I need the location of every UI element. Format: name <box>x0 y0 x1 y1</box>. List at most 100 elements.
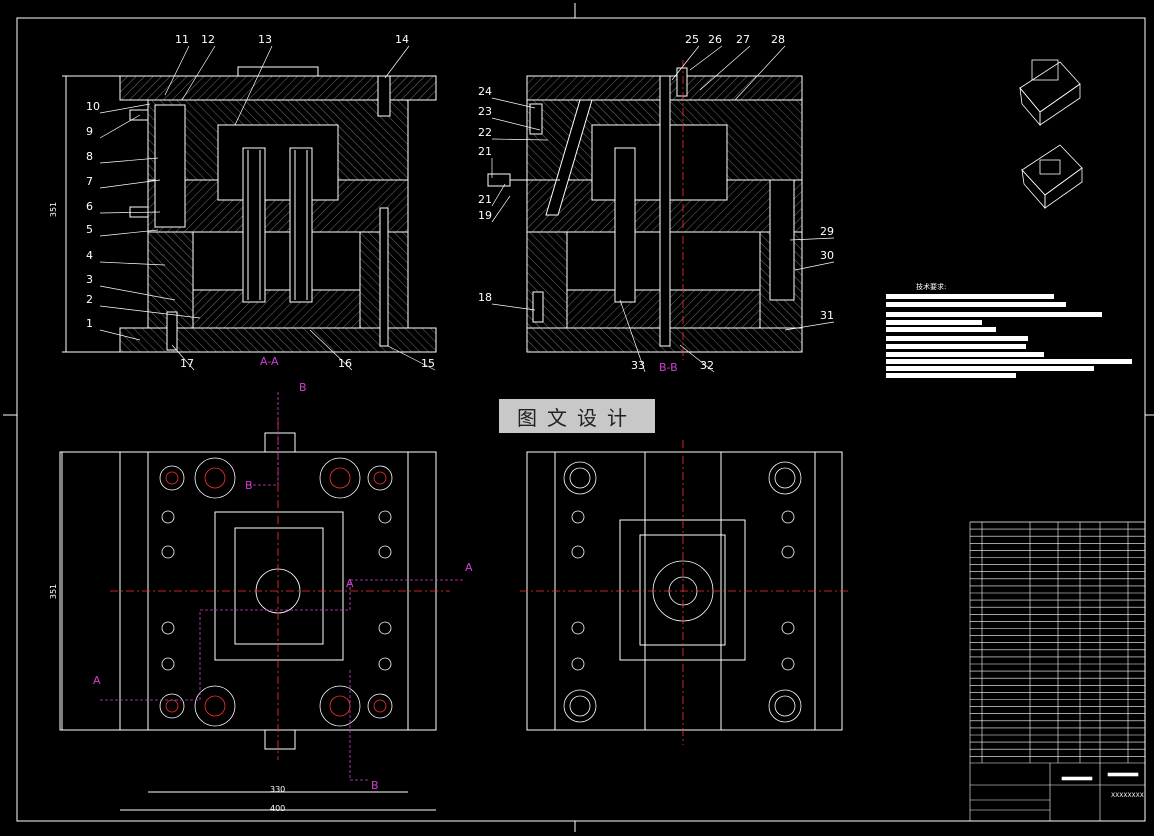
callout-number: 18 <box>478 291 492 304</box>
leader-line <box>99 261 166 266</box>
callout-number: 12 <box>201 33 215 46</box>
hole <box>204 695 226 717</box>
callout-number: 33 <box>631 359 645 372</box>
callout-number: 22 <box>478 126 492 139</box>
hole <box>774 467 796 489</box>
hole <box>319 685 361 727</box>
leader-line <box>99 229 159 237</box>
hole <box>367 693 393 719</box>
callout-number: 28 <box>771 33 785 46</box>
callout-number: 23 <box>478 105 492 118</box>
hole <box>571 545 585 559</box>
leader-line <box>164 45 190 96</box>
leader-line <box>99 211 161 214</box>
leader-line <box>491 97 536 109</box>
section-marker-a-right: A <box>465 561 473 574</box>
callout-number: 13 <box>258 33 272 46</box>
hole <box>781 657 795 671</box>
section-view-aa <box>62 66 437 353</box>
hole <box>378 545 392 559</box>
hole <box>367 465 393 491</box>
hole <box>571 510 585 524</box>
leader-line <box>99 179 161 189</box>
leader-line <box>491 303 536 311</box>
callout-number: 7 <box>86 175 93 188</box>
hole <box>194 685 236 727</box>
callout-number: 3 <box>86 273 93 286</box>
isometric-part-views <box>1019 59 1083 210</box>
leader-line <box>99 285 176 301</box>
section-label-bb: B-B <box>659 361 678 374</box>
leader-line <box>699 45 751 91</box>
dim-height-lower: 351 <box>49 583 59 600</box>
section-view-bb <box>487 67 803 353</box>
hole <box>563 461 597 495</box>
hole <box>571 621 585 635</box>
hole <box>329 467 351 489</box>
hole <box>329 695 351 717</box>
tech-requirements-title: 技术要求: <box>916 283 947 291</box>
hole <box>204 467 226 489</box>
hole <box>569 695 591 717</box>
plan-view-holes-left <box>159 457 393 727</box>
hole <box>161 621 175 635</box>
hole <box>161 510 175 524</box>
plan-view-holes-right <box>563 461 802 723</box>
leader-line <box>491 183 506 207</box>
hole <box>319 457 361 499</box>
callout-number: 15 <box>421 357 435 370</box>
watermark-banner: 图文设计 <box>499 399 655 433</box>
section-marker-b-top: B <box>299 381 307 394</box>
hole <box>378 510 392 524</box>
hole <box>781 621 795 635</box>
leader-line <box>491 195 511 223</box>
hole <box>165 471 179 485</box>
hole <box>194 457 236 499</box>
callout-number: 21 <box>478 193 492 206</box>
callout-number: 19 <box>478 209 492 222</box>
hole <box>563 689 597 723</box>
leader-line <box>689 45 723 71</box>
leader-line <box>789 237 835 241</box>
leader-line <box>171 344 195 371</box>
leader-line <box>99 329 141 341</box>
callout-number: 17 <box>180 357 194 370</box>
dim-width-inner: 330 <box>270 785 286 794</box>
section-marker-b-bottom: B <box>371 779 379 792</box>
section-marker-a-inner: A <box>346 577 354 590</box>
section-marker-a-left: A <box>93 674 101 687</box>
leader-line <box>491 138 549 141</box>
callout-number: 26 <box>708 33 722 46</box>
callout-number: 30 <box>820 249 834 262</box>
hole <box>378 657 392 671</box>
leader-line <box>99 305 201 319</box>
callout-number: 21 <box>478 145 492 158</box>
hole <box>165 699 179 713</box>
callout-number: 11 <box>175 33 189 46</box>
hole <box>781 545 795 559</box>
callout-number: 4 <box>86 249 93 262</box>
hole <box>768 461 802 495</box>
leader-line <box>679 344 715 373</box>
hole <box>373 699 387 713</box>
tech-requirements-lines <box>886 294 1132 378</box>
section-marker-b-upper: B <box>245 479 253 492</box>
callout-number: 31 <box>820 309 834 322</box>
leader-line <box>99 114 141 139</box>
leader-line <box>384 45 410 79</box>
leader-line <box>99 103 151 114</box>
leader-line <box>309 329 353 371</box>
leader-line <box>794 261 835 271</box>
hole <box>161 657 175 671</box>
callout-number: 6 <box>86 200 93 213</box>
hole <box>161 545 175 559</box>
hole <box>781 510 795 524</box>
parts-list-table <box>969 521 1145 821</box>
callout-number: 1 <box>86 317 93 330</box>
center-lines <box>110 60 850 760</box>
callout-number: 27 <box>736 33 750 46</box>
leader-line <box>234 45 273 126</box>
callout-number: 14 <box>395 33 409 46</box>
